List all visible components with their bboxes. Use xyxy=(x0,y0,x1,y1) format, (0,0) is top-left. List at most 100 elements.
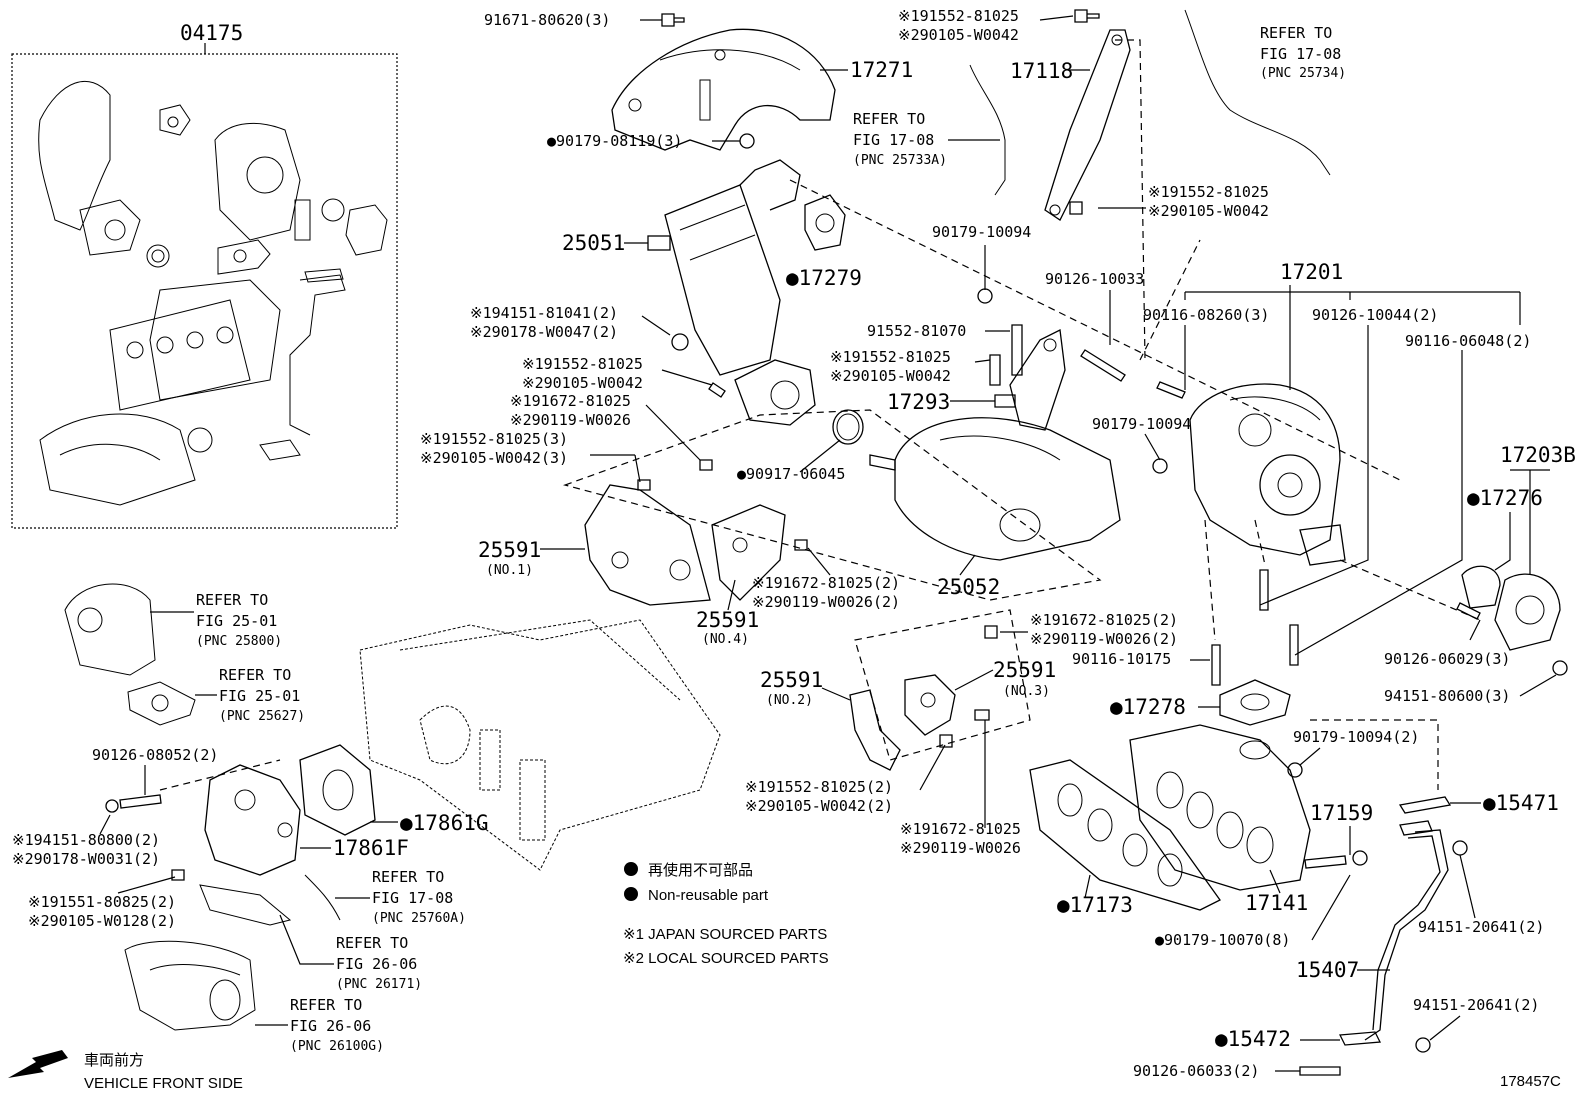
part-90917-06045-gasket-ring[interactable] xyxy=(832,409,864,445)
label-17173: ●17173 xyxy=(1057,893,1133,917)
label-17271: 17271 xyxy=(850,58,913,82)
part-17861g-gasket[interactable] xyxy=(299,744,376,836)
part-25591-no3-bracket[interactable] xyxy=(904,674,956,736)
part-15471-gasket[interactable] xyxy=(1398,796,1452,814)
bracket-17203b xyxy=(1510,469,1550,575)
label-91671-80620: 91671-80620(3) xyxy=(484,11,610,29)
bolt-icon xyxy=(637,479,651,491)
label-90179-08119: ●90179-08119(3) xyxy=(547,132,682,150)
legend-non-reusable-en: Non-reusable part xyxy=(648,887,769,904)
label-290178-w0031: ※290178-W0031(2) xyxy=(12,850,160,868)
sensor-wire-b xyxy=(1184,9,1331,176)
label-90126-10033: 90126-10033 xyxy=(1045,270,1144,288)
non-reusable-dot-icon xyxy=(624,887,638,901)
label-refer-c-1: REFER TO xyxy=(372,868,444,886)
vehicle-front-orientation: 車両前方 VEHICLE FRONT SIDE xyxy=(8,1050,243,1092)
stud-icon xyxy=(119,794,162,809)
label-94151-20641-b: 94151-20641(2) xyxy=(1413,996,1539,1014)
part-17276-gasket[interactable] xyxy=(1461,565,1501,609)
label-17141: 17141 xyxy=(1245,891,1308,915)
label-17278: ●17278 xyxy=(1110,695,1186,719)
part-17141-exhaust-manifold[interactable] xyxy=(1129,724,1311,891)
part-15472-gasket[interactable] xyxy=(1338,1031,1382,1046)
legend: 再使用不可部品 Non-reusable part ※1 JAPAN SOURC… xyxy=(623,862,829,967)
label-194151-81041: ※194151-81041(2) xyxy=(470,304,618,322)
gasket-kit-box: 04175 xyxy=(11,21,398,529)
label-17861g: ●17861G xyxy=(400,811,489,835)
label-90116-08260: 90116-08260(3) xyxy=(1143,306,1269,324)
label-191672-c: ※191672-81025 xyxy=(900,820,1021,838)
engine-cylinder-head-outline xyxy=(359,619,721,871)
part-25052-converter[interactable] xyxy=(869,417,1121,561)
label-191552-b: ※191552-81025 xyxy=(830,348,951,366)
leader-90179-10070 xyxy=(1311,874,1351,941)
part-17279-gasket[interactable] xyxy=(804,194,846,251)
part-17203b-outlet[interactable] xyxy=(1494,573,1561,651)
label-25052: 25052 xyxy=(937,575,1000,599)
dash-centerline xyxy=(1115,39,1146,361)
orientation-label-jp: 車両前方 xyxy=(84,1052,144,1069)
label-17201: 17201 xyxy=(1280,260,1343,284)
label-290119-a: ※290119-W0026 xyxy=(510,411,631,429)
bolt-icon xyxy=(989,354,1001,386)
label-25051: 25051 xyxy=(562,231,625,255)
nut-icon xyxy=(1352,850,1368,866)
part-25051-catalytic-converter[interactable] xyxy=(647,159,816,426)
part-17278-gasket[interactable] xyxy=(1219,679,1291,726)
part-25591-no1-bracket[interactable] xyxy=(584,484,711,606)
label-191552-2c: ※191552-81025(2) xyxy=(745,778,893,796)
ref-part-25800 xyxy=(64,583,156,676)
bolt-icon xyxy=(974,709,990,721)
nut-icon xyxy=(1287,762,1303,778)
label-refer-c-2: FIG 17-08 xyxy=(372,889,453,907)
leader-90126-10044 xyxy=(1259,325,1369,606)
bolt-icon xyxy=(661,13,685,27)
part-17201-turbocharger[interactable] xyxy=(1189,383,1346,566)
part-17293-bracket[interactable] xyxy=(994,329,1066,431)
label-17118: 17118 xyxy=(1010,59,1073,83)
label-refer-b-3: (PNC 25734) xyxy=(1260,66,1346,81)
label-17276: ●17276 xyxy=(1467,486,1543,510)
bolt-icon xyxy=(699,459,713,471)
label-290105-b: ※290105-W0042 xyxy=(830,367,951,385)
label-290119-2b: ※290119-W0026(2) xyxy=(1030,630,1178,648)
dash-centerline xyxy=(1339,559,1481,621)
part-17173-gasket[interactable] xyxy=(1029,759,1221,911)
stud-icon xyxy=(1289,624,1299,666)
bolt-icon xyxy=(171,869,185,881)
label-refer-a-2: FIG 17-08 xyxy=(853,131,934,149)
label-refer-26-06-a-1: REFER TO xyxy=(336,934,408,952)
label-90179-10070: ●90179-10070(8) xyxy=(1155,931,1290,949)
part-17271-heat-insulator[interactable] xyxy=(611,28,836,151)
label-no1: (NO.1) xyxy=(486,563,533,578)
part-17861f-adapter[interactable] xyxy=(204,764,301,876)
label-191552-3: ※191552-81025(3) xyxy=(420,430,568,448)
label-refer-25-01-a-2: FIG 25-01 xyxy=(196,612,277,630)
label-25591-no1: 25591 xyxy=(478,538,541,562)
label-191552-top: ※191552-81025 xyxy=(898,7,1019,25)
label-refer-25-01-b-3: (PNC 25627) xyxy=(219,709,305,724)
leader-90116-06048 xyxy=(1294,350,1463,656)
stud-icon xyxy=(1259,569,1269,611)
label-17203b: 17203B xyxy=(1500,443,1576,467)
label-194151-80800: ※194151-80800(2) xyxy=(12,831,160,849)
label-290105-a: ※290105-W0042 xyxy=(522,374,643,392)
label-17159: 17159 xyxy=(1310,801,1373,825)
label-290105-w0128: ※290105-W0128(2) xyxy=(28,912,176,930)
label-90126-08052: 90126-08052(2) xyxy=(92,746,218,764)
part-25591-no2-bracket[interactable] xyxy=(849,689,901,771)
label-90126-10044: 90126-10044(2) xyxy=(1312,306,1438,324)
label-15472: ●15472 xyxy=(1215,1027,1291,1051)
label-refer-26-06-b-1: REFER TO xyxy=(290,996,362,1014)
arrow-left-down-icon xyxy=(8,1050,68,1078)
label-191552-a: ※191552-81025 xyxy=(522,355,643,373)
ref-pipe-25760a xyxy=(304,874,341,921)
label-191552-mid: ※191552-81025 xyxy=(1148,183,1269,201)
label-15471: ●15471 xyxy=(1483,791,1559,815)
ref-part-25627 xyxy=(127,681,196,726)
stud-icon xyxy=(1456,602,1481,620)
bolt-icon xyxy=(794,539,808,551)
part-25591-no4-bracket[interactable] xyxy=(711,504,786,601)
label-94151-20641-a: 94151-20641(2) xyxy=(1418,918,1544,936)
non-reusable-dot-icon xyxy=(624,862,638,876)
